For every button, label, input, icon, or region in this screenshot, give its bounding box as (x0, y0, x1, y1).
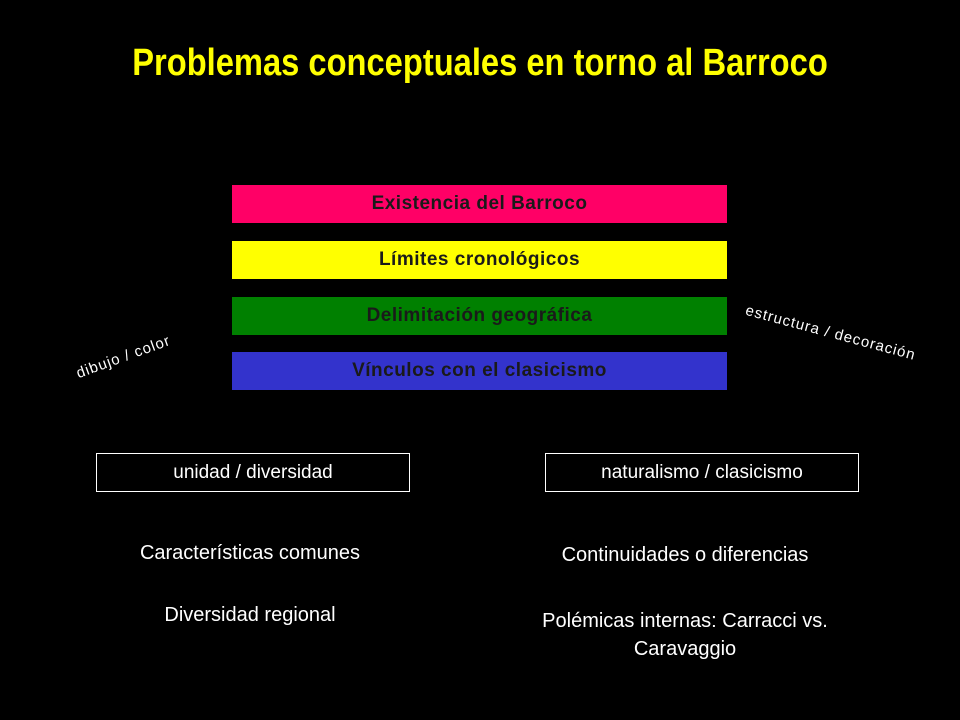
text-diversidad-regional: Diversidad regional (164, 604, 336, 626)
bar-existencia: Existencia del Barroco (232, 185, 727, 223)
label-estructura-decoracion: estructura / decoración (743, 302, 918, 364)
bar-limites: Límites cronológicos (232, 241, 727, 279)
text-polemicas: Polémicas internas: Carracci vs. Caravag… (542, 610, 828, 660)
bar-delimitacion: Delimitación geográfica (232, 297, 727, 335)
label-dibujo-color: dibujo / color (74, 332, 173, 382)
box-naturalismo-clasicismo: naturalismo / clasicismo (545, 453, 859, 492)
text-continuidades: Continuidades o diferencias (561, 544, 809, 566)
text-caracteristicas-comunes: Características comunes (139, 542, 361, 564)
box-unidad-diversidad: unidad / diversidad (96, 453, 410, 492)
slide-title: Problemas conceptuales en torno al Barro… (132, 42, 828, 84)
bar-vinculos: Vínculos con el clasicismo (232, 352, 727, 390)
